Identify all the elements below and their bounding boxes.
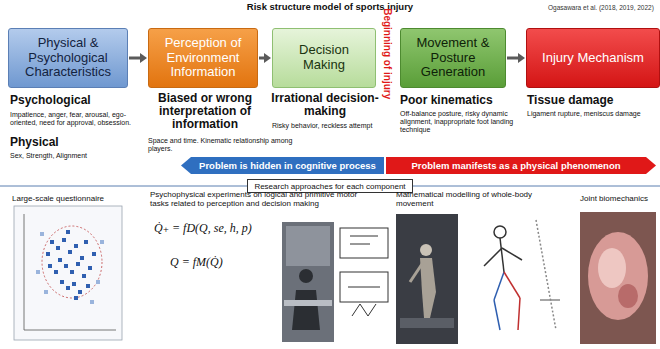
process-box: Decision Making (272, 28, 376, 88)
process-box: Perception of Environment Information (148, 28, 258, 88)
model-formula: Q̇₊ = fD(Q, se, h, p) (154, 222, 252, 236)
flow-arrow (507, 53, 525, 63)
category-note: Space and time. Kinematic relationship a… (148, 137, 298, 153)
box-label: Perception of Environment Information (153, 36, 253, 81)
flow-arrow (259, 53, 271, 63)
category-heading: Irrational decision-making (270, 92, 380, 118)
band-label: Research approaches for each component (254, 182, 405, 191)
motion-photo (396, 214, 458, 344)
category-heading: Tissue damage (527, 94, 613, 108)
arrow-head (264, 53, 271, 63)
joint-photo (580, 212, 656, 344)
body-model (484, 220, 560, 330)
arrow-head (140, 53, 147, 63)
method-caption: Large-scale questionnaire (12, 194, 104, 203)
category-heading: Physical (10, 136, 59, 150)
band-arrow (386, 157, 656, 174)
method-caption: Joint biomechanics (580, 194, 648, 203)
box-label: Decision Making (277, 43, 371, 73)
box-label: Physical & Psychological Characteristics (13, 36, 123, 81)
category-note: Sex, Strength, Alignment (10, 152, 87, 160)
method-caption: Psychophysical experiments on logical an… (150, 190, 365, 208)
category-note: Off-balance posture, risky dynamic align… (400, 110, 522, 134)
scatter-plot (14, 206, 122, 340)
method-caption: Mathematical modelling of whole-body mov… (396, 190, 571, 208)
category-note: Ligament rupture, meniscus damage (527, 110, 653, 118)
phase-marker: Beginning of injury (382, 8, 394, 99)
category-note: Risky behavior, reckless attempt (272, 122, 380, 130)
task-sketch (340, 228, 388, 316)
arrow-head (518, 53, 525, 63)
category-note: Impatience, anger, fear, arousal, ego-or… (10, 111, 140, 127)
arrow-band: Problem manifests as a physical phenomen… (386, 157, 656, 174)
band-label: Problem is hidden in cognitive process (199, 160, 376, 171)
band-arrow (181, 157, 384, 174)
flow-arrow (129, 53, 147, 63)
citation-note: Ogasawara et al. (2018, 2019, 2022) (548, 4, 654, 11)
process-box: Physical & Psychological Characteristics (8, 28, 128, 88)
band-label: Problem manifests as a physical phenomen… (411, 160, 620, 171)
category-heading: Poor kinematics (400, 94, 493, 108)
arrow-shaft (129, 57, 140, 60)
arrow-shaft (507, 57, 518, 60)
category-heading: Biased or wrong interpretation of inform… (146, 92, 264, 132)
box-label: Injury Mechanism (542, 51, 644, 66)
category-heading: Psychological (10, 94, 91, 108)
model-formula: Q = fM(Q̇) (170, 256, 223, 270)
arrow-shaft (259, 57, 264, 60)
arrow-band: Problem is hidden in cognitive process (181, 157, 384, 174)
experiment-photo (282, 222, 334, 342)
box-label: Movement & Posture Generation (405, 36, 501, 81)
process-box: Movement & Posture Generation (400, 28, 506, 88)
process-box: Injury Mechanism (526, 28, 660, 88)
